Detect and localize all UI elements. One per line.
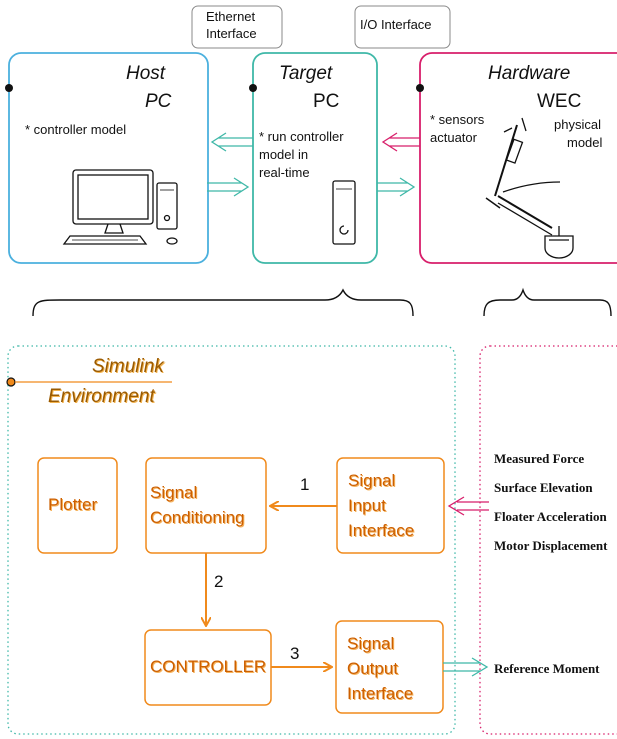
input-label-line3: Interface xyxy=(348,521,415,540)
simulink-connector-dot xyxy=(6,377,16,387)
simulink-title-line1: Simulink xyxy=(92,356,164,377)
output-label-line3: Interface xyxy=(347,684,414,703)
host-connector-dot xyxy=(5,84,13,92)
controller-label: CONTROLLER xyxy=(150,657,267,676)
arrow-1-label: 1 xyxy=(300,475,310,494)
signal-output-interface-block xyxy=(335,620,444,714)
output-label-line2: Output xyxy=(347,659,399,678)
target-note-line3: real-time xyxy=(259,165,310,180)
ethernet-interface-label-line1: Ethernet xyxy=(206,9,256,24)
io-interface-box xyxy=(354,5,451,49)
desktop-computer-icon xyxy=(62,169,178,245)
target-connector-dot xyxy=(249,84,257,92)
sensor-input-arrow xyxy=(447,496,489,516)
tower-pc-icon xyxy=(332,180,356,245)
target-to-hardware-arrow xyxy=(377,177,416,197)
hardware-title: Hardware xyxy=(488,63,571,84)
signal-reference-moment: Reference Moment xyxy=(494,661,600,676)
signal-floater-acceleration: Floater Acceleration xyxy=(494,509,607,524)
conditioning-label-line2: Conditioning xyxy=(150,508,245,527)
arrow-3-label: 3 xyxy=(290,644,300,663)
input-label-line1: Signal xyxy=(348,471,396,490)
ethernet-interface-box xyxy=(191,5,283,49)
input-label-line2: Input xyxy=(348,496,386,515)
conditioning-label-line1: Signal xyxy=(150,483,198,502)
target-pc-box xyxy=(252,52,378,264)
io-interface-label: I/O Interface xyxy=(360,17,432,32)
arrow-2-label: 2 xyxy=(214,572,224,591)
simulink-environment-box xyxy=(7,345,456,735)
host-subtitle: PC xyxy=(145,91,172,112)
signal-motor-displacement: Motor Displacement xyxy=(494,538,608,553)
hardware-connector-dot xyxy=(416,84,424,92)
hardware-note-line1: * sensors xyxy=(430,112,485,127)
output-label-line1: Signal xyxy=(347,634,395,653)
reference-output-arrow xyxy=(443,657,489,677)
hardware-subtitle: WEC xyxy=(537,91,582,112)
simulink-title-line2: Environment xyxy=(48,386,155,407)
target-subtitle: PC xyxy=(313,91,340,112)
signal-measured-force: Measured Force xyxy=(494,451,585,466)
hardware-note-line4: model xyxy=(567,135,603,150)
hardware-note-line2: actuator xyxy=(430,130,477,145)
target-to-host-arrow xyxy=(210,132,253,152)
right-brace xyxy=(483,287,612,317)
host-pc-box xyxy=(8,52,209,264)
host-title: Host xyxy=(126,63,166,84)
ethernet-interface-label-line2: Interface xyxy=(206,26,257,41)
target-note-line2: model in xyxy=(259,147,309,162)
hardware-to-target-arrow xyxy=(381,132,420,152)
plotter-block xyxy=(37,457,118,554)
left-brace xyxy=(32,288,414,317)
target-title: Target xyxy=(279,63,333,84)
plotter-label: Plotter xyxy=(48,495,98,514)
signal-surface-elevation: Surface Elevation xyxy=(494,480,593,495)
host-to-target-arrow xyxy=(207,177,250,197)
wec-physical-model-icon xyxy=(485,117,574,259)
hardware-box xyxy=(419,52,617,264)
host-note: * controller model xyxy=(25,122,127,137)
target-note-line1: * run controller xyxy=(259,129,344,144)
signal-conditioning-block xyxy=(145,457,267,554)
hardware-note-line3: physical xyxy=(554,117,601,132)
hardware-signals-box xyxy=(479,345,617,735)
